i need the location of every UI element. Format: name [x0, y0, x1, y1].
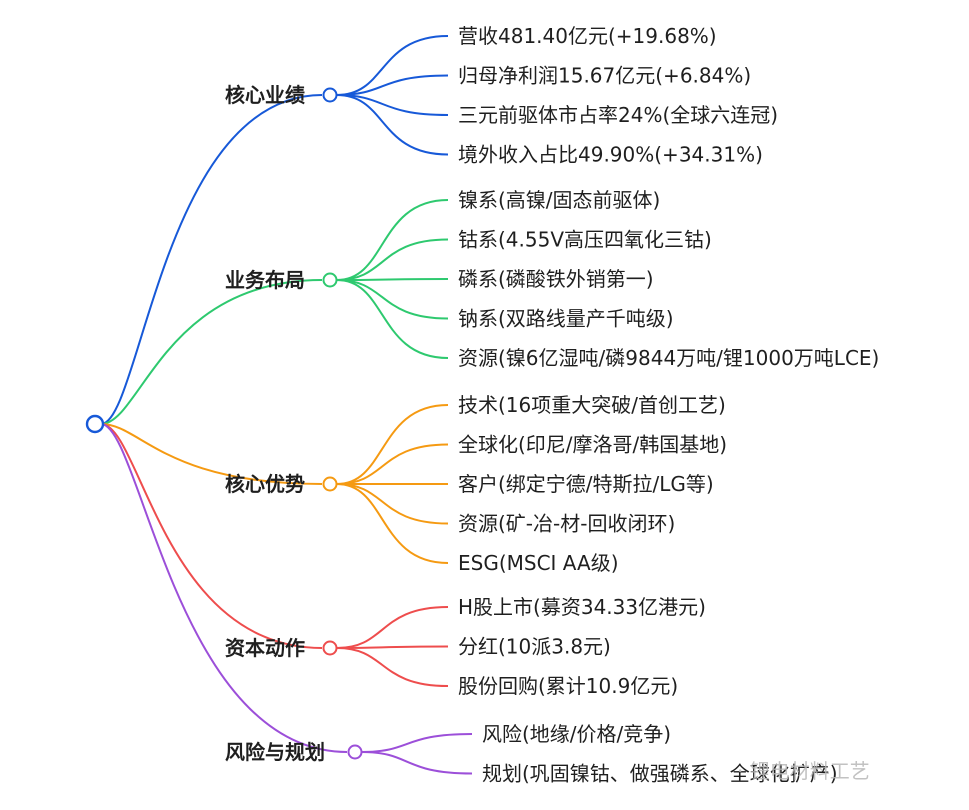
edge-business-leaf-0 [336, 199, 449, 281]
root-node[interactable] [85, 414, 105, 434]
watermark: · 锂电材料工艺 [737, 759, 870, 783]
edge-business-leaf-4 [336, 279, 449, 359]
leaf-label-business-4[interactable]: 资源(镍6亿湿吨/磷9844万吨/锂1000万吨LCE) [458, 346, 879, 370]
edge-business-leaf-3 [336, 279, 449, 320]
branch-node-capital[interactable] [322, 640, 338, 656]
edge-advantage-leaf-0 [336, 404, 449, 485]
edge-capital-leaf-2 [336, 647, 449, 687]
leaf-label-business-0[interactable]: 镍系(高镍/固态前驱体) [458, 188, 660, 212]
branch-node-performance[interactable] [322, 87, 338, 103]
branch-label-advantage[interactable]: 核心优势 [225, 472, 305, 496]
node-layer: 核心业绩 营收481.40亿元(+19.68%) 归母净利润15.67亿元(+6.8… [85, 24, 879, 786]
leaf-label-capital-2[interactable]: 股份回购(累计10.9亿元) [458, 674, 678, 698]
branch-node-business[interactable] [322, 272, 338, 288]
leaf-label-business-2[interactable]: 磷系(磷酸铁外销第一) [458, 267, 654, 291]
edge-capital-leaf-0 [336, 606, 449, 649]
edge-layer [100, 35, 473, 775]
edge-risk-leaf-0 [361, 733, 473, 753]
branch-label-business[interactable]: 业务布局 [225, 268, 305, 292]
edge-performance-leaf-1 [336, 74, 449, 96]
edge-root-performance [100, 94, 323, 425]
branch-node-risk[interactable] [347, 744, 363, 760]
leaf-label-advantage-2[interactable]: 客户(绑定宁德/特斯拉/LG等) [458, 472, 714, 496]
edge-performance-leaf-3 [336, 94, 449, 156]
edge-root-advantage [100, 423, 323, 485]
leaf-label-performance-3[interactable]: 境外收入占比49.90%(+34.31%) [458, 143, 763, 167]
leaf-label-business-1[interactable]: 钴系(4.55V高压四氧化三钴) [458, 228, 712, 252]
leaf-label-capital-0[interactable]: H股上市(募资34.33亿港元) [458, 595, 706, 619]
leaf-label-performance-0[interactable]: 营收481.40亿元(+19.68%) [458, 24, 717, 48]
edge-root-business [100, 279, 323, 425]
leaf-label-advantage-4[interactable]: ESG(MSCI AA级) [458, 551, 619, 575]
edge-risk-leaf-1 [361, 751, 473, 775]
leaf-label-performance-2[interactable]: 三元前驱体市占率24%(全球六连冠) [458, 103, 778, 127]
branch-label-risk[interactable]: 风险与规划 [225, 740, 325, 764]
leaf-label-business-3[interactable]: 钠系(双路线量产千吨级) [458, 307, 674, 331]
leaf-label-risk-0[interactable]: 风险(地缘/价格/竞争) [482, 722, 671, 746]
leaf-label-performance-1[interactable]: 归母净利润15.67亿元(+6.84%) [458, 64, 751, 88]
edge-advantage-leaf-4 [336, 483, 449, 564]
leaf-label-advantage-1[interactable]: 全球化(印尼/摩洛哥/韩国基地) [458, 433, 727, 457]
edge-root-risk [100, 423, 348, 753]
edge-business-leaf-2 [336, 278, 449, 281]
watermark-text: · 锂电材料工艺 [737, 759, 870, 783]
leaf-label-advantage-3[interactable]: 资源(矿-冶-材-回收闭环) [458, 512, 675, 536]
edge-root-capital [100, 423, 323, 649]
edge-advantage-leaf-3 [336, 483, 449, 525]
leaf-label-capital-1[interactable]: 分红(10派3.8元) [458, 635, 611, 659]
branch-node-advantage[interactable] [322, 476, 338, 492]
edge-performance-leaf-0 [336, 35, 449, 96]
branch-label-performance[interactable]: 核心业绩 [225, 83, 305, 107]
leaf-label-advantage-0[interactable]: 技术(16项重大突破/首创工艺) [458, 393, 726, 417]
edge-business-leaf-1 [336, 238, 449, 281]
edge-capital-leaf-1 [336, 645, 449, 649]
edge-performance-leaf-2 [336, 94, 449, 116]
edge-advantage-leaf-1 [336, 443, 449, 485]
leaf-label-risk-1[interactable]: 规划(巩固镍钴、做强磷系、全球化扩产) [482, 762, 838, 786]
branch-label-capital[interactable]: 资本动作 [225, 636, 305, 660]
